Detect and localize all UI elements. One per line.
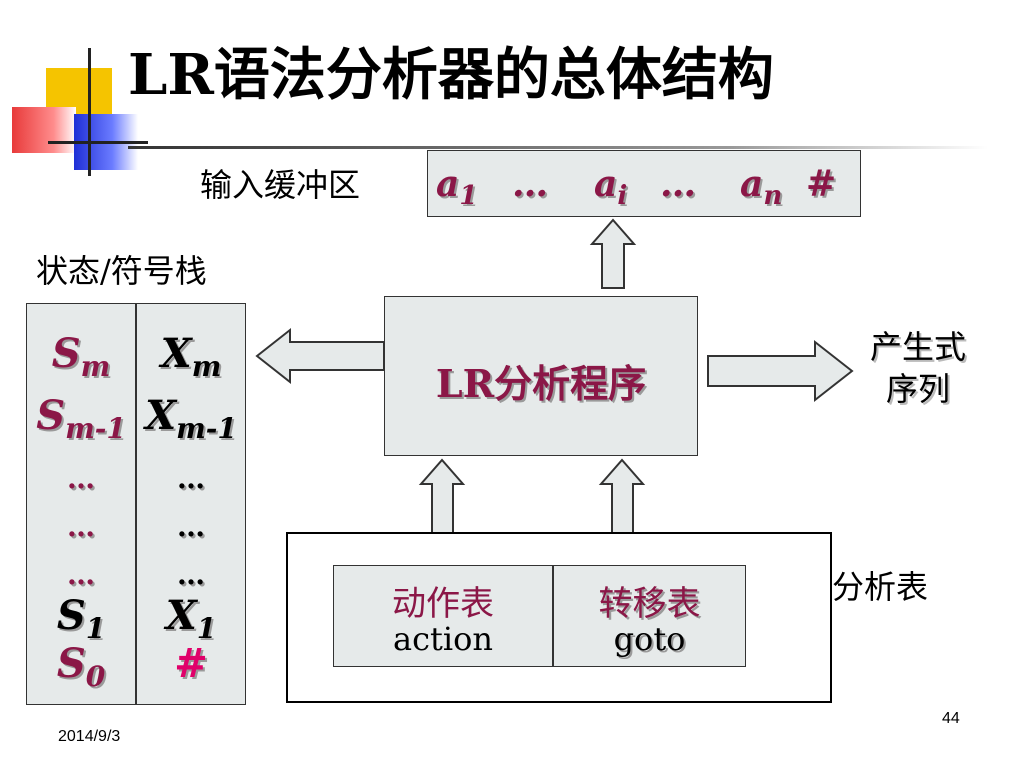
symbol-ellipsis-3: … bbox=[177, 558, 205, 591]
state-s0: S0 bbox=[56, 640, 106, 693]
input-buffer: a1 … ai … an # bbox=[427, 150, 861, 217]
title-underline bbox=[128, 146, 988, 149]
state-ellipsis-3: … bbox=[67, 558, 95, 591]
state-sm-1: Sm-1 bbox=[36, 392, 126, 445]
output-label-line2: 序列 bbox=[885, 370, 950, 408]
goto-table-cn: 转移表 bbox=[598, 584, 701, 624]
symbol-stack: Xm Xm-1 … … … X1 # bbox=[136, 303, 246, 705]
logo-horizontal-line bbox=[48, 141, 148, 144]
lr-program-box: LR分析程序 bbox=[384, 296, 698, 456]
state-s1: S1 bbox=[56, 592, 106, 645]
buffer-ellipsis-1: … bbox=[512, 163, 548, 205]
buffer-ai: ai bbox=[594, 163, 628, 212]
symbol-x1: X1 bbox=[165, 592, 217, 645]
symbol-bottom-marker: # bbox=[174, 640, 208, 687]
arrow-right-to-output bbox=[707, 339, 854, 403]
input-buffer-label: 输入缓冲区 bbox=[200, 166, 361, 204]
action-table-cn: 动作表 bbox=[392, 584, 494, 624]
state-ellipsis-2: … bbox=[67, 510, 95, 543]
buffer-ellipsis-2: … bbox=[660, 163, 696, 205]
goto-table: 转移表 goto bbox=[553, 565, 746, 667]
buffer-an: an bbox=[740, 163, 783, 212]
page-title: LR语法分析器的总体结构 bbox=[128, 42, 774, 108]
symbol-ellipsis-1: … bbox=[177, 462, 205, 495]
goto-table-en: goto bbox=[613, 620, 686, 658]
stack-label: 状态/符号栈 bbox=[36, 252, 207, 290]
action-table-en: action bbox=[393, 620, 493, 658]
arrow-up-to-buffer bbox=[589, 218, 637, 289]
symbol-xm: Xm bbox=[160, 330, 222, 383]
buffer-a1: a1 bbox=[436, 163, 478, 212]
page-number: 44 bbox=[942, 710, 960, 727]
buffer-end-marker: # bbox=[806, 163, 837, 205]
action-table: 动作表 action bbox=[333, 565, 553, 667]
symbol-xm-1: Xm-1 bbox=[145, 392, 237, 445]
output-label-line1: 产生式 bbox=[869, 328, 966, 366]
logo-vertical-line bbox=[88, 48, 91, 176]
logo-red-square bbox=[12, 107, 76, 153]
state-sm: Sm bbox=[51, 330, 111, 383]
lr-program-label: LR分析程序 bbox=[435, 361, 647, 406]
footer-date: 2014/9/3 bbox=[58, 728, 121, 745]
parse-table-label: 分析表 bbox=[832, 568, 929, 606]
state-stack: Sm Sm-1 … … … S1 S0 bbox=[26, 303, 136, 705]
symbol-ellipsis-2: … bbox=[177, 510, 205, 543]
state-ellipsis-1: … bbox=[67, 462, 95, 495]
arrow-left-to-stack bbox=[255, 327, 385, 385]
